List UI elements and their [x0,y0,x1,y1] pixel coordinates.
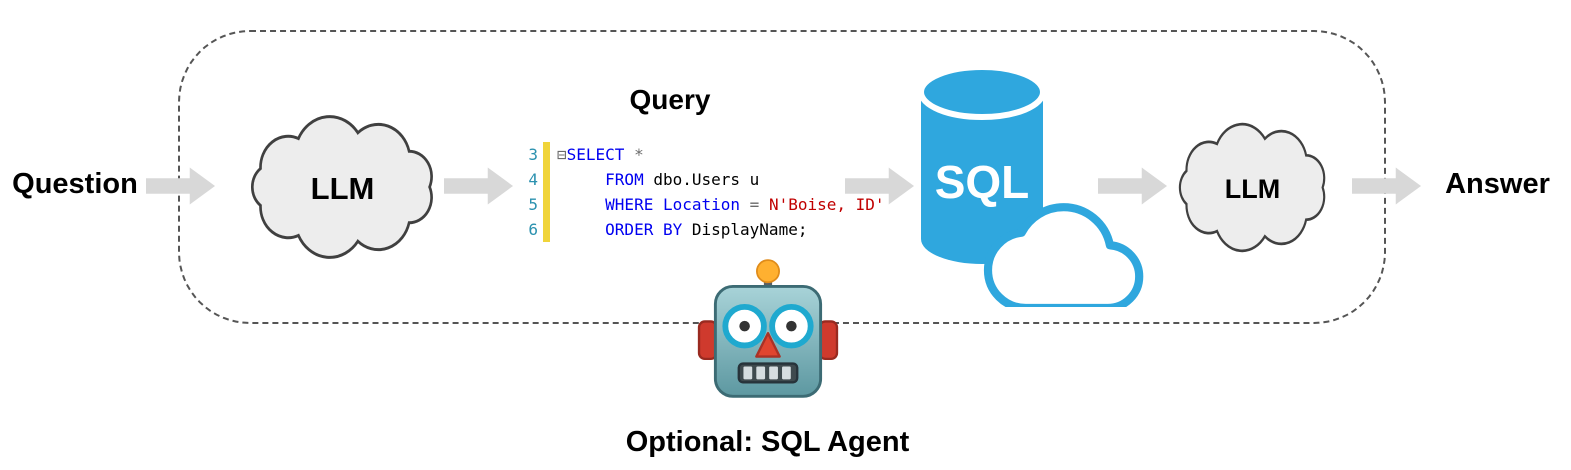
code-line: WHERE Location = N'Boise, ID' [557,192,885,217]
code-line: FROM dbo.Users u [557,167,885,192]
code-token: DisplayName; [682,220,808,239]
code-token: dbo.Users u [643,170,760,189]
robot-mouth-icon [737,362,799,384]
code-token: SELECT [566,145,625,164]
flow-arrow-icon [845,167,915,205]
code-token: N'Boise, ID' [768,195,885,214]
cloud-icon [251,115,433,259]
robot-eyes-icon [722,303,814,349]
flow-arrow-icon [1352,167,1422,205]
agent-caption: Optional: SQL Agent [625,426,910,458]
question-label: Question [12,168,138,200]
code-line: ⊟SELECT * [557,142,885,167]
sql-db-label: SQL [935,156,1030,208]
code-token: ORDER BY [557,220,683,239]
robot-icon [697,259,839,398]
code-line: ORDER BY DisplayName; [557,217,885,242]
line-number: 3 [528,145,538,164]
cloud-icon [1178,122,1326,253]
llm-cloud-left: LLM [240,112,445,262]
change-tracking-gutter-bar [543,142,550,242]
code-token: * [624,145,644,164]
code-token: WHERE Location [557,195,741,214]
query-label: Query [629,84,711,115]
flow-arrow-icon [444,167,514,205]
sql-code-lines: ⊟SELECT * FROM dbo.Users u WHERE Locatio… [557,142,885,242]
flow-arrow-icon [1098,167,1168,205]
llm-right-label: LLM [1224,174,1281,204]
code-token: = [740,195,769,214]
sql-line-numbers: 3 4 5 6 [514,142,538,242]
flow-arrow-icon [146,167,216,205]
code-token: FROM [557,170,644,189]
line-number: 6 [528,220,538,239]
cylinder-top-icon [918,64,1046,120]
llm-cloud-right: LLM [1170,120,1335,255]
sql-database-icon: SQL [918,64,1144,307]
cloud-icon [983,203,1144,307]
sql-code-block: 3 4 5 6 ⊟SELECT * FROM dbo.Users u WHERE Lo… [514,142,885,242]
antenna-ball-icon [756,259,780,284]
line-number: 5 [528,195,538,214]
robot-nose-icon [755,332,781,358]
llm-left-label: LLM [310,171,375,206]
answer-label: Answer [1445,168,1550,200]
code-token: ⊟ [557,145,567,164]
line-number: 4 [528,170,538,189]
database-cylinder-icon [921,92,1043,264]
